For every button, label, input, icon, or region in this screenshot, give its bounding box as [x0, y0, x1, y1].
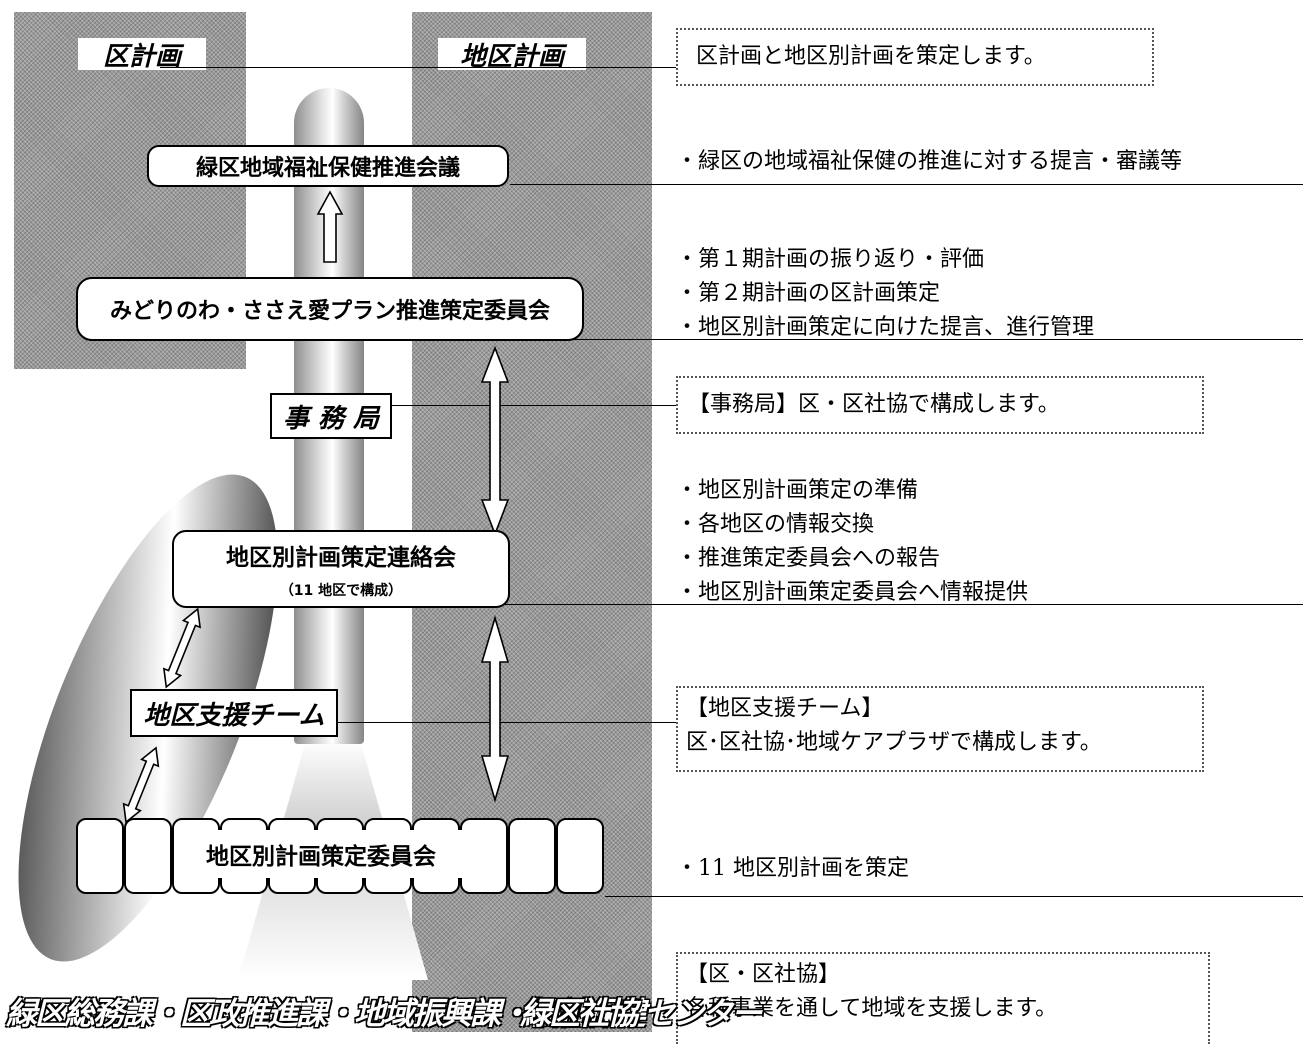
ward-plan-column [14, 12, 246, 369]
desc-line: ・各地区の情報交換 [676, 512, 875, 537]
divider-1 [510, 184, 1303, 185]
secretariat-note-box: 【事務局】区・区社協で構成します。 [676, 376, 1204, 434]
desc-line: ・緑区の地域福祉保健の推進に対する提言・審議等 [676, 149, 1183, 174]
desc-line: 区･区社協･地域ケアプラザで構成します。 [686, 730, 1102, 755]
planning-committee-desc: ・第１期計画の振り返り・評価 ・第２期計画の区計画策定 ・地区別計画策定に向けた… [676, 243, 1094, 345]
top-note-text: 区計画と地区別計画を策定します。 [696, 44, 1046, 69]
leader-line-secretariat [390, 405, 680, 406]
desc-line: 各種事業を通して地域を支援します。 [686, 996, 1058, 1021]
promotion-council-box: 緑区地域福祉保健推進会議 [147, 145, 509, 187]
liaison-council-note: （11 地区で構成） [279, 583, 403, 599]
diagonal-arrow-upper [162, 607, 202, 689]
desc-line: ・第２期計画の区計画策定 [676, 281, 941, 306]
desc-line: ・地区別計画策定委員会へ情報提供 [676, 580, 1029, 605]
up-arrow [316, 190, 344, 263]
liaison-council-box: 地区別計画策定連絡会 （11 地区で構成） [172, 530, 510, 608]
ward-note-box: 【区・区社協】 各種事業を通して地域を支援します。 [676, 952, 1210, 1044]
diagonal-arrow-lower [122, 746, 160, 824]
double-arrow-upper [480, 345, 510, 537]
desc-line: ・地区別計画策定に向けた提言、進行管理 [676, 315, 1095, 340]
liaison-council-desc: ・地区別計画策定の準備 ・各地区の情報交換 ・推進策定委員会への報告 ・地区別計… [676, 474, 1028, 610]
divider-4 [605, 896, 1303, 897]
district-segment [460, 818, 508, 894]
desc-line: 【区・区社協】 [686, 962, 841, 987]
district-plan-label: 地区計画 [438, 38, 586, 72]
desc-line: ・推進策定委員会への報告 [676, 546, 941, 571]
leader-line-top [160, 67, 680, 68]
secretariat-tag: 事 務 局 [270, 393, 392, 439]
footer-council: 緑区社協 [520, 996, 638, 1032]
desc-line: ・地区別計画策定の準備 [676, 478, 919, 503]
divider-2 [505, 339, 1303, 340]
ward-plan-label: 区計画 [78, 38, 206, 72]
district-segment [508, 818, 556, 894]
district-committee-group: 地区別計画策定委員会 [76, 818, 606, 894]
desc-line: ・11 地区別計画を策定 [676, 856, 909, 881]
support-team-tag: 地区支援チーム [130, 689, 338, 737]
double-arrow-lower [480, 615, 510, 803]
district-segment [76, 818, 124, 894]
desc-line: ・第１期計画の振り返り・評価 [676, 247, 985, 272]
divider-3 [505, 604, 1303, 605]
promotion-council-desc: ・緑区の地域福祉保健の推進に対する提言・審議等 [676, 145, 1182, 179]
liaison-council-title: 地区別計画策定連絡会 [226, 545, 456, 571]
planning-committee-box: みどりのわ・ささえ愛プラン推進策定委員会 [76, 277, 584, 341]
support-team-note-box: 【地区支援チーム】 区･区社協･地域ケアプラザで構成します。 [676, 686, 1204, 772]
district-segment [124, 818, 172, 894]
top-note-box: 区計画と地区別計画を策定します。 [676, 28, 1154, 86]
desc-line: 【地区支援チーム】 [686, 696, 884, 721]
district-committee-desc: ・11 地区別計画を策定 [676, 852, 909, 886]
leader-line-support [338, 722, 680, 723]
district-committee-label: 地区別計画策定委員会 [176, 830, 466, 878]
district-segment [556, 818, 604, 894]
secretariat-note-text: 【事務局】区・区社協で構成します。 [688, 392, 1060, 417]
footer-offices: 緑区総務課・区政推進課・地域振興課・福祉保健センター [6, 996, 762, 1032]
